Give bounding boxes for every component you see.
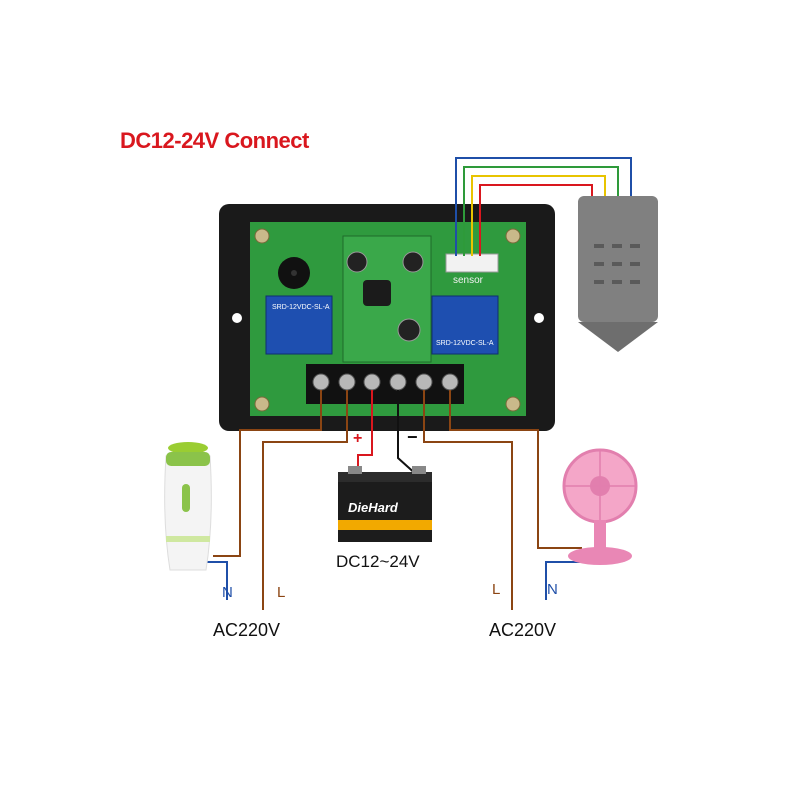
right-supply-label: AC220V [489,620,557,640]
mount-hole-left [232,313,242,323]
sensor-vents [594,244,640,284]
battery [338,466,432,542]
right-neutral-label: N [547,581,558,598]
board-screw [505,228,521,244]
sensor-label: sensor [453,275,484,286]
diagram-title: DC12-24V Connect [120,128,309,153]
buzzer-hole [291,270,297,276]
inductor [363,280,391,306]
board-screw [505,396,521,412]
humidifier [164,442,212,571]
terminal-screws [312,373,459,391]
left-supply-label: AC220V [213,620,281,640]
relay-right [431,295,499,355]
battery-voltage-label: DC12~24V [336,552,420,571]
mount-hole-right [534,313,544,323]
right-live-label: L [492,581,501,598]
capacitor [397,318,421,342]
sensor-connector [445,253,499,273]
capacitor [402,251,424,273]
humidity-sensor [578,196,658,322]
relay-left [265,295,333,355]
relay-left-label: SRD-12VDC-SL-A [272,304,330,311]
battery-minus-label: − [407,427,418,447]
sensor-cable [455,157,632,256]
relay-right-label: SRD-12VDC-SL-A [436,340,494,347]
fan [562,448,638,565]
terminal-block [306,364,464,404]
battery-plus-label: + [353,430,363,447]
board-screw [254,396,270,412]
sensor-tip [578,322,658,352]
right-wires [423,390,584,610]
board-screw [254,228,270,244]
left-neutral-label: N [222,584,233,601]
left-wires [202,390,348,610]
battery-brand: DieHard [348,500,398,515]
battery-wires [357,390,419,477]
capacitor [346,251,368,273]
left-live-label: L [277,584,286,601]
